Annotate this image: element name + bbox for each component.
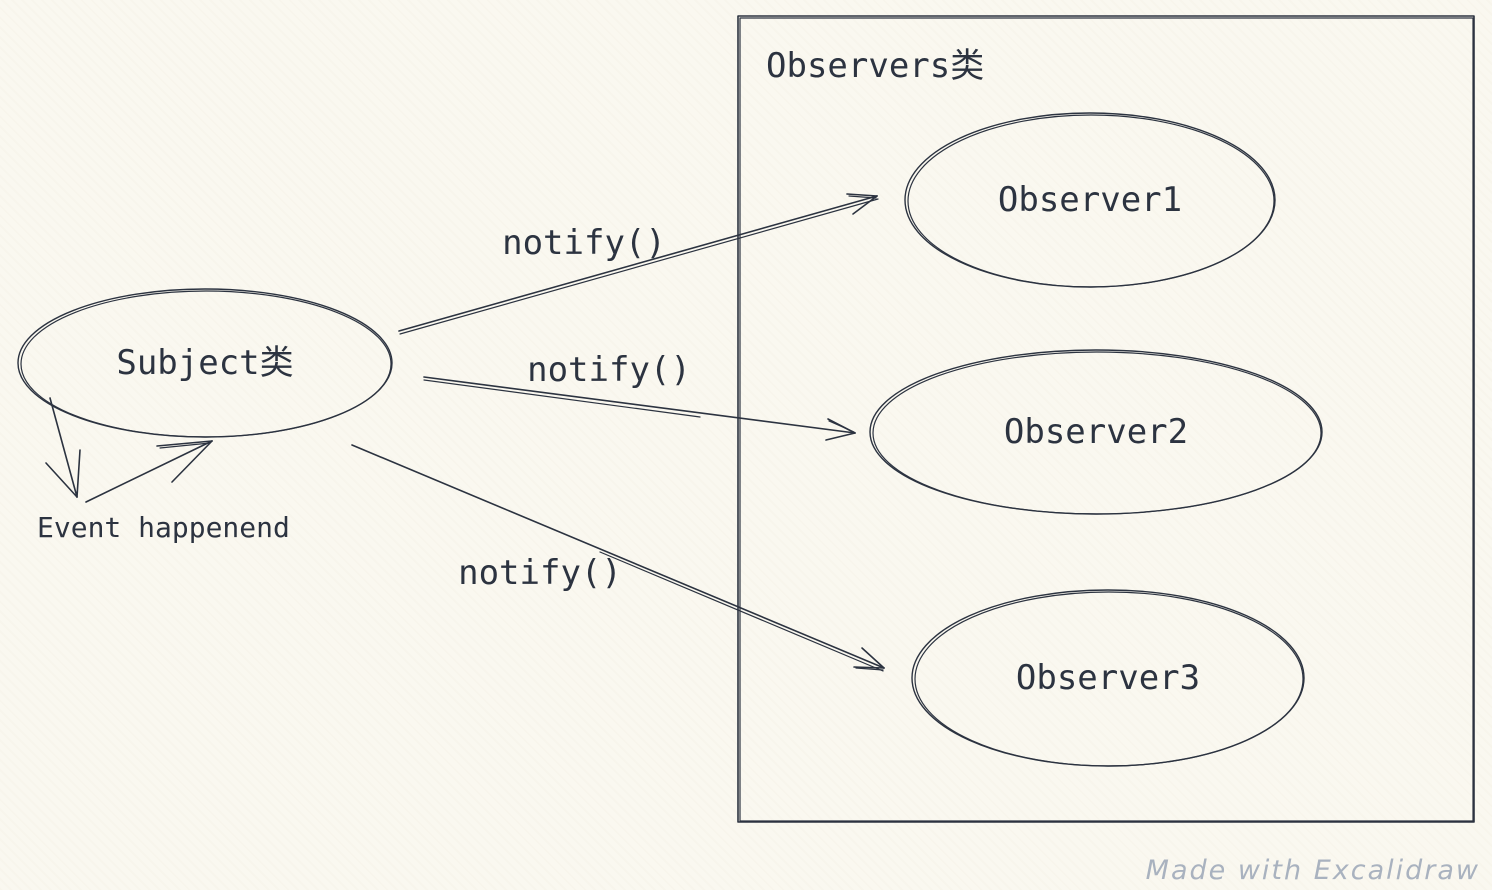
event-note-label[interactable]: Event happenend xyxy=(37,511,290,544)
event-loop-arrow-down[interactable] xyxy=(45,397,81,498)
notify-label-2[interactable]: notify() xyxy=(527,350,691,390)
excalidraw-watermark: Made with Excalidraw xyxy=(1145,855,1480,886)
observer1-label[interactable]: Observer1 xyxy=(997,180,1183,220)
observers-group-rectangle[interactable] xyxy=(737,15,1475,823)
observer2-ellipse[interactable] xyxy=(869,349,1323,515)
observer2-label[interactable]: Observer2 xyxy=(1003,412,1189,452)
notify-arrow-2[interactable] xyxy=(423,376,856,441)
notify-arrow-1[interactable] xyxy=(398,193,879,335)
observers-group-label[interactable]: Observers类 xyxy=(766,46,985,86)
subject-ellipse[interactable] xyxy=(17,288,393,438)
event-loop-arrow-up[interactable] xyxy=(85,440,213,503)
observer3-label[interactable]: Observer3 xyxy=(1015,658,1201,698)
notify-label-1[interactable]: notify() xyxy=(502,223,666,263)
subject-label[interactable]: Subject类 xyxy=(116,343,294,383)
notify-arrow-3[interactable] xyxy=(351,444,885,672)
observer3-ellipse[interactable] xyxy=(911,589,1305,767)
observer1-ellipse[interactable] xyxy=(904,112,1276,288)
notify-label-3[interactable]: notify() xyxy=(458,553,622,593)
